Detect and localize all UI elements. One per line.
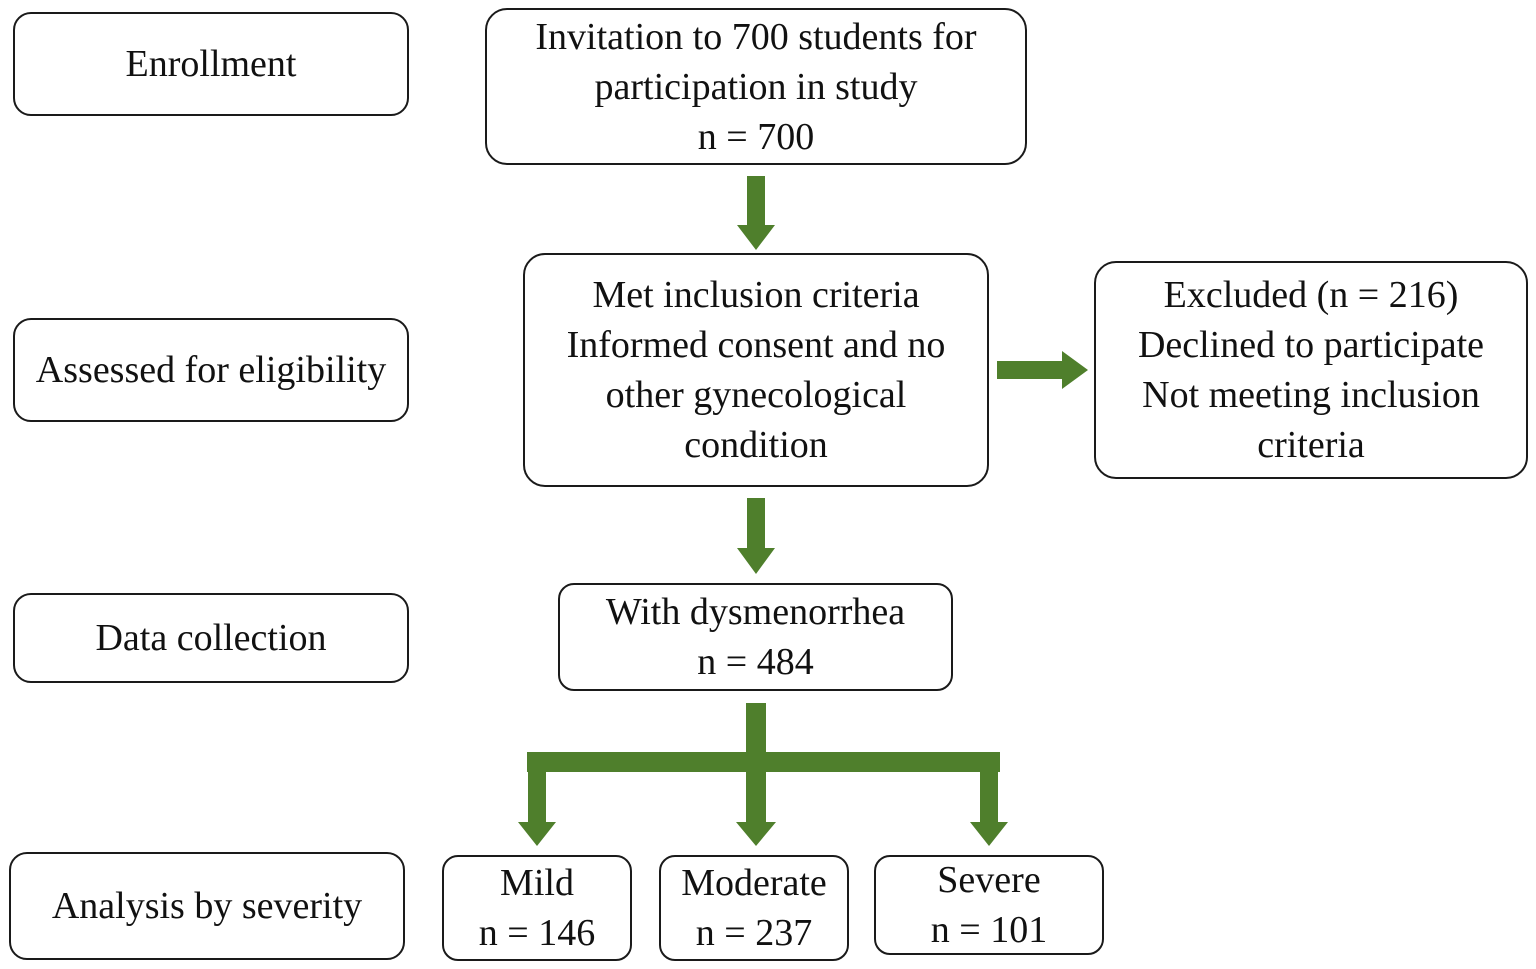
inclusion-line-1: Met inclusion criteria	[592, 274, 920, 316]
invitation-line-2: participation in study	[594, 65, 918, 108]
inclusion-line-3: other gynecological	[605, 374, 907, 416]
severity-moderate-label: Moderate	[681, 862, 827, 904]
stage-eligibility-label: Assessed for eligibility	[35, 349, 387, 391]
invitation-count: n = 700	[697, 115, 815, 158]
invitation-box: Invitation to 700 students for participa…	[485, 8, 1027, 165]
stage-eligibility: Assessed for eligibility	[13, 318, 409, 422]
inclusion-box: Met inclusion criteria Informed consent …	[523, 253, 989, 487]
arrow-down-moderate	[736, 760, 776, 846]
excluded-line-2: Declined to participate	[1137, 324, 1485, 366]
stage-enrollment-label: Enrollment	[125, 43, 297, 85]
arrow-down-severe	[970, 760, 1008, 846]
excluded-line-1: Excluded (n = 216)	[1163, 274, 1459, 316]
arrow-right-excluded	[997, 351, 1088, 389]
severity-severe-label: Severe	[937, 859, 1041, 901]
inclusion-line-4: condition	[684, 424, 828, 466]
severity-mild-box: Mild n = 146	[442, 855, 632, 961]
inclusion-line-2: Informed consent and no	[566, 324, 946, 366]
excluded-line-3: Not meeting inclusion	[1142, 374, 1480, 416]
dysmenorrhea-count: n = 484	[697, 641, 814, 683]
severity-severe-box: Severe n = 101	[874, 855, 1104, 955]
severity-mild-label: Mild	[500, 862, 574, 904]
stage-enrollment: Enrollment	[13, 12, 409, 116]
stage-data-collection: Data collection	[13, 593, 409, 683]
splitter-stem	[746, 703, 766, 755]
severity-severe-count: n = 101	[930, 909, 1048, 951]
severity-mild-count: n = 146	[478, 912, 596, 954]
excluded-line-4: criteria	[1257, 424, 1365, 466]
arrow-down-mild	[518, 760, 556, 846]
dysmenorrhea-box: With dysmenorrhea n = 484	[558, 583, 953, 691]
dysmenorrhea-label: With dysmenorrhea	[605, 591, 906, 633]
arrow-down-inclusion	[737, 498, 775, 574]
severity-moderate-box: Moderate n = 237	[659, 855, 849, 961]
severity-moderate-count: n = 237	[695, 912, 813, 954]
invitation-line-1: Invitation to 700 students for	[535, 15, 977, 58]
stage-analysis-label: Analysis by severity	[51, 885, 363, 927]
excluded-box: Excluded (n = 216) Declined to participa…	[1094, 261, 1528, 479]
stage-analysis: Analysis by severity	[9, 852, 405, 960]
stage-data-collection-label: Data collection	[95, 617, 327, 659]
arrow-down-invitation	[737, 176, 775, 250]
